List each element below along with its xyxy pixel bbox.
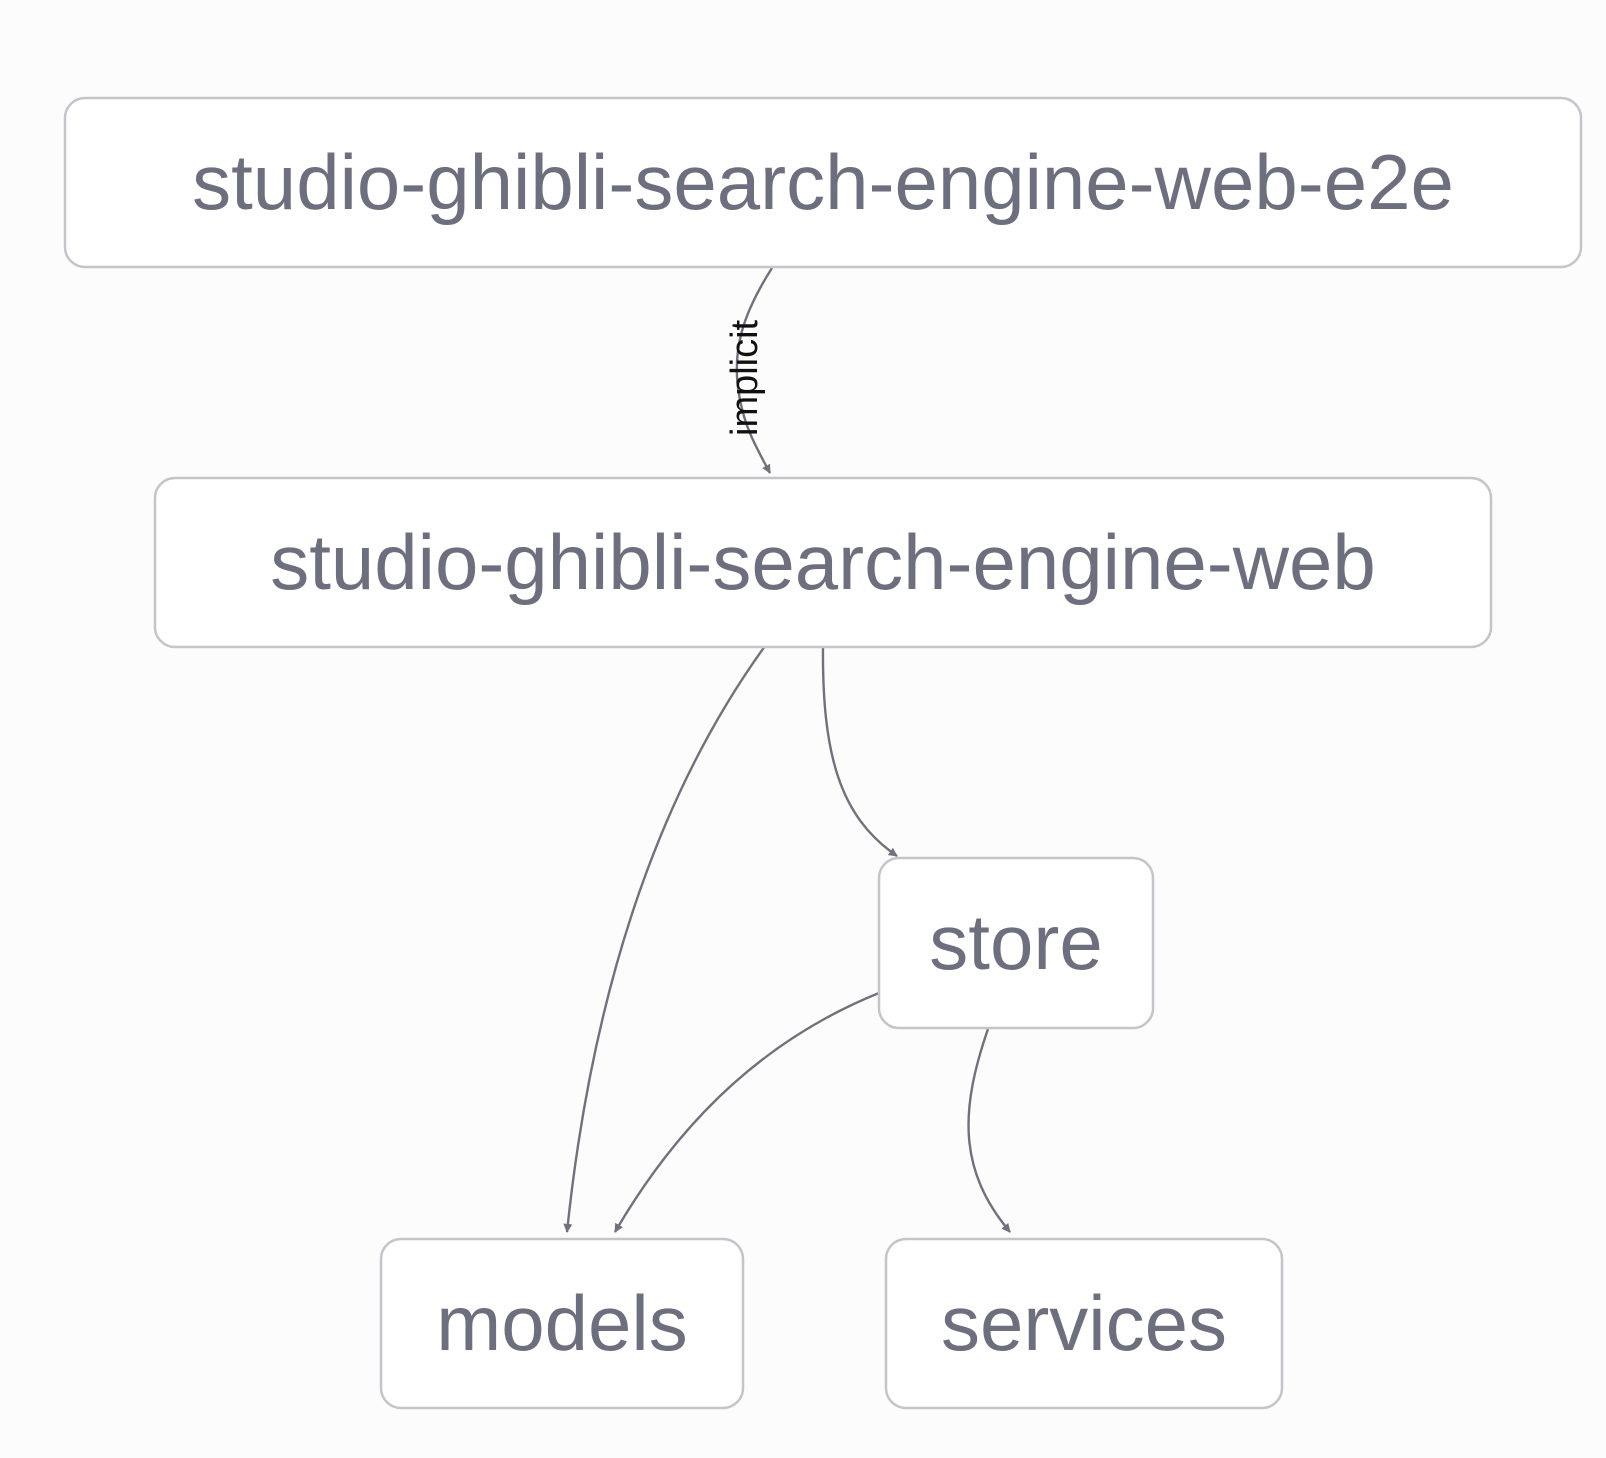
node-label: store: [929, 898, 1102, 986]
edge-store-to-models: [613, 991, 880, 1233]
edge-web-to-models: [563, 645, 766, 1233]
edge-label-implicit: implicit: [724, 319, 766, 436]
node-label: services: [941, 1279, 1227, 1367]
node-e2e[interactable]: studio-ghibli-search-engine-web-e2e: [63, 96, 1583, 269]
node-box: [63, 96, 1583, 269]
node-models[interactable]: models: [379, 1237, 745, 1410]
node-web[interactable]: studio-ghibli-search-engine-web: [153, 476, 1493, 649]
node-box: [379, 1237, 745, 1410]
node-label: studio-ghibli-search-engine-web: [270, 518, 1376, 606]
edge-path: [563, 645, 766, 1233]
edge-path: [821, 645, 898, 857]
node-label: studio-ghibli-search-engine-web-e2e: [192, 138, 1454, 226]
edge-path: [967, 1028, 1011, 1233]
node-services[interactable]: services: [884, 1237, 1284, 1410]
edge-e2e-to-web: implicit: [724, 267, 774, 474]
edge-web-to-store: [821, 645, 898, 857]
edge-path: [613, 991, 880, 1233]
node-box: [153, 476, 1493, 649]
node-label: models: [436, 1279, 687, 1367]
node-box: [884, 1237, 1284, 1410]
edge-store-to-services: [967, 1028, 1011, 1233]
node-store[interactable]: store: [877, 856, 1155, 1030]
edge-path: [735, 267, 774, 474]
node-box: [877, 856, 1155, 1030]
